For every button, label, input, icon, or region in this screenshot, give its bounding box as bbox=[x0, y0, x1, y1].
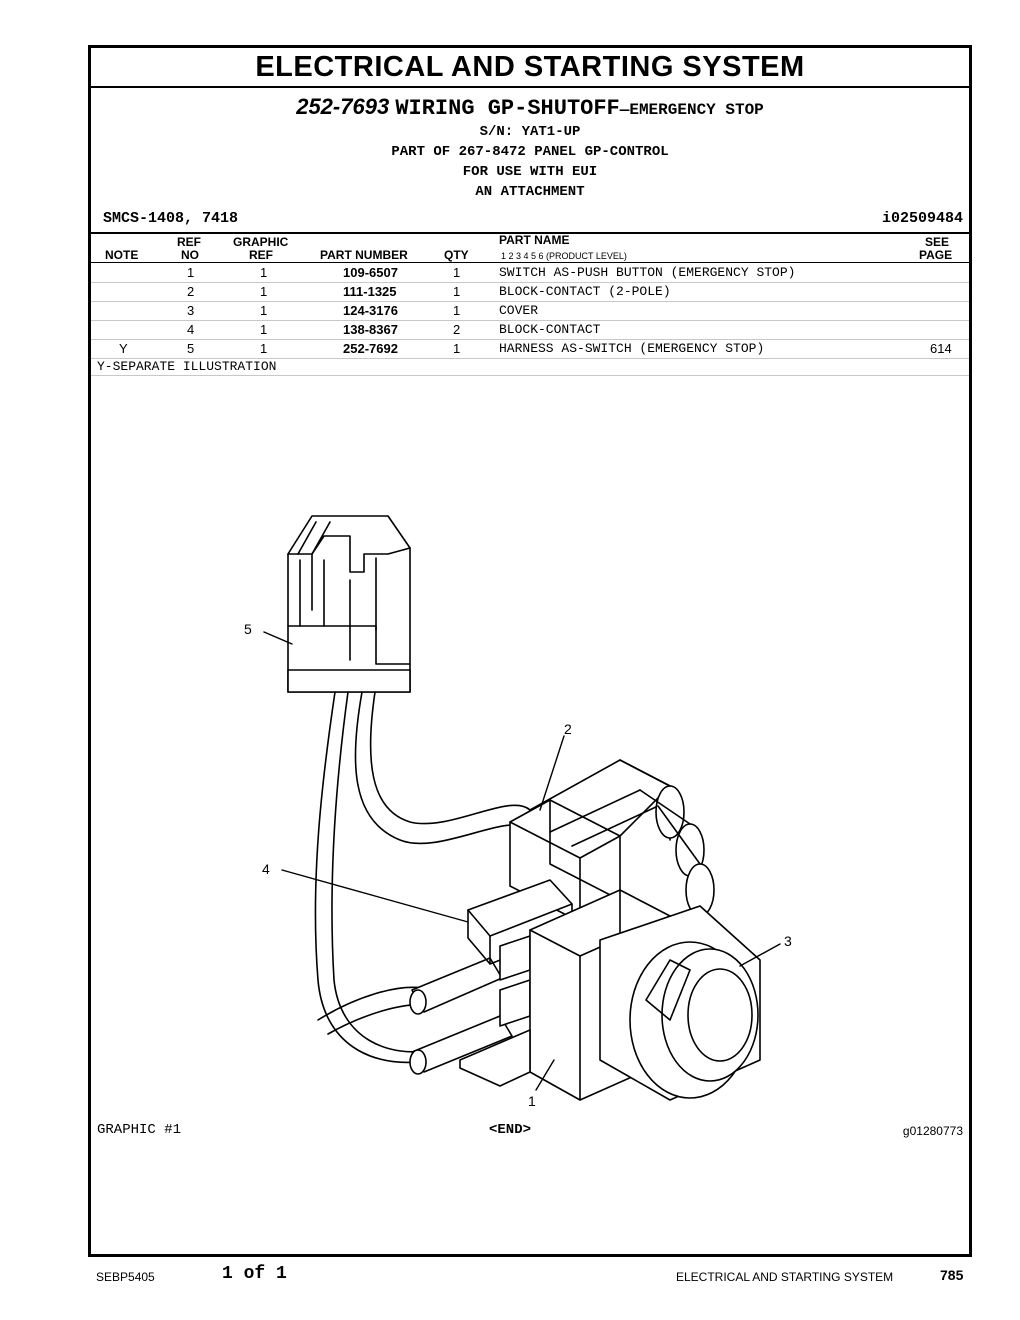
illustration-ref: i02509484 bbox=[881, 210, 963, 227]
footnote-row: Y-SEPARATE ILLUSTRATION bbox=[91, 359, 969, 376]
cell-part-number: 124-3176 bbox=[343, 303, 398, 318]
col-product-levels: 1 2 3 4 5 6 (PRODUCT LEVEL) bbox=[501, 251, 627, 261]
cell-graphic: 1 bbox=[260, 303, 268, 318]
col-ref-bottom: NO bbox=[181, 248, 199, 262]
footer-page-of: 1 of 1 bbox=[222, 1264, 287, 1284]
wire-terminals bbox=[409, 957, 513, 1075]
col-part-name: PART NAME bbox=[499, 233, 570, 247]
cell-see-page: 614 bbox=[930, 341, 952, 356]
col-graphic-top: GRAPHIC bbox=[233, 235, 289, 249]
switch-assembly-illustration: 5 2 4 3 1 bbox=[244, 515, 792, 1109]
col-see-bottom: PAGE bbox=[919, 248, 953, 262]
cell-qty: 1 bbox=[453, 265, 461, 280]
cell-ref: 3 bbox=[187, 303, 195, 318]
cell-part-number: 109-6507 bbox=[343, 265, 398, 280]
cell-graphic: 1 bbox=[260, 341, 268, 356]
use-with: FOR USE WITH EUI bbox=[462, 164, 598, 180]
cell-part-name: BLOCK-CONTACT (2-POLE) bbox=[499, 284, 671, 299]
table-row: 2 1 111-1325 1 BLOCK-CONTACT (2-POLE) bbox=[91, 283, 969, 302]
contact-block-small bbox=[467, 879, 573, 1027]
footer-page-number: 785 bbox=[940, 1267, 964, 1283]
section-title: ELECTRICAL AND STARTING SYSTEM bbox=[255, 51, 805, 83]
footnote: Y-SEPARATE ILLUSTRATION bbox=[97, 359, 277, 374]
part-heading: 252-7693 WIRING GP-SHUTOFF—EMERGENCY STO… bbox=[91, 94, 969, 121]
cell-part-number: 111-1325 bbox=[343, 284, 397, 299]
graphic-ref: g01280773 bbox=[902, 1124, 963, 1138]
harness-connector bbox=[287, 515, 411, 693]
attachment: AN ATTACHMENT bbox=[475, 184, 585, 200]
cell-qty: 1 bbox=[453, 303, 461, 318]
cell-part-name: BLOCK-CONTACT bbox=[499, 322, 601, 337]
cell-note: Y bbox=[119, 341, 128, 356]
part-of: PART OF 267-8472 PANEL GP-CONTROL bbox=[391, 144, 669, 160]
graphic-number: GRAPHIC #1 bbox=[97, 1122, 182, 1138]
callout-3: 3 bbox=[784, 933, 792, 949]
cell-qty: 2 bbox=[453, 322, 461, 337]
table-row: 4 1 138-8367 2 BLOCK-CONTACT bbox=[91, 321, 969, 340]
callout-2: 2 bbox=[564, 721, 572, 737]
footer-doc-id: SEBP5405 bbox=[96, 1270, 155, 1284]
serial-number: S/N: YAT1-UP bbox=[479, 124, 581, 140]
table-row: 3 1 124-3176 1 COVER bbox=[91, 302, 969, 321]
cell-graphic: 1 bbox=[260, 265, 268, 280]
col-ref-top: REF bbox=[177, 235, 201, 249]
table-header-rule bbox=[91, 262, 969, 263]
col-qty: QTY bbox=[444, 248, 469, 262]
page-frame: ELECTRICAL AND STARTING SYSTEM 252-7693 … bbox=[88, 45, 972, 1257]
table-top-rule bbox=[91, 232, 969, 234]
cell-part-name: HARNESS AS-SWITCH (EMERGENCY STOP) bbox=[499, 341, 765, 356]
cell-ref: 4 bbox=[187, 322, 195, 337]
callout-1: 1 bbox=[528, 1093, 536, 1109]
col-part-number: PART NUMBER bbox=[320, 248, 408, 262]
heading-part-name: WIRING GP-SHUTOFF bbox=[395, 96, 620, 121]
col-graphic-bottom: REF bbox=[249, 248, 273, 262]
cell-ref: 2 bbox=[187, 284, 195, 299]
cell-ref: 5 bbox=[187, 341, 195, 356]
heading-part-number: 252-7693 bbox=[296, 94, 390, 119]
cell-graphic: 1 bbox=[260, 322, 268, 337]
title-band: ELECTRICAL AND STARTING SYSTEM bbox=[91, 48, 969, 88]
cover bbox=[599, 905, 761, 1101]
cell-qty: 1 bbox=[453, 284, 461, 299]
callout-leaders bbox=[263, 631, 781, 1091]
heading-part-suffix: —EMERGENCY STOP bbox=[619, 101, 764, 119]
cell-part-name: SWITCH AS-PUSH BUTTON (EMERGENCY STOP) bbox=[499, 265, 796, 280]
col-note: NOTE bbox=[105, 248, 139, 262]
cell-part-number: 252-7692 bbox=[343, 341, 398, 356]
cell-qty: 1 bbox=[453, 341, 461, 356]
smcs-code: SMCS-1408, 7418 bbox=[103, 210, 239, 227]
cell-ref: 1 bbox=[187, 265, 195, 280]
cell-part-number: 138-8367 bbox=[343, 322, 398, 337]
end-marker: <END> bbox=[489, 1122, 532, 1138]
cell-part-name: COVER bbox=[499, 303, 539, 318]
col-see-top: SEE bbox=[925, 235, 950, 249]
callout-5: 5 bbox=[244, 621, 252, 637]
table-row: Y 5 1 252-7692 1 HARNESS AS-SWITCH (EMER… bbox=[91, 340, 969, 359]
table-row: 1 1 109-6507 1 SWITCH AS-PUSH BUTTON (EM… bbox=[91, 264, 969, 283]
callout-4: 4 bbox=[262, 861, 270, 877]
cell-graphic: 1 bbox=[260, 284, 268, 299]
footer-section: ELECTRICAL AND STARTING SYSTEM bbox=[676, 1270, 894, 1284]
